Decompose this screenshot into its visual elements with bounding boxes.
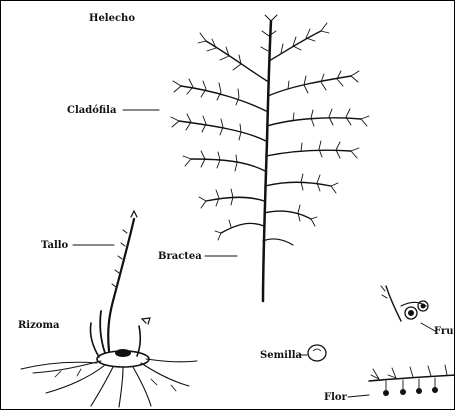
fruto-branch bbox=[381, 286, 428, 321]
label-cladofila: Cladófila bbox=[67, 106, 116, 116]
diagram-title: Helecho bbox=[89, 14, 135, 24]
leader-fruto bbox=[421, 323, 435, 331]
label-tallo: Tallo bbox=[41, 241, 68, 251]
label-flor: Flor bbox=[324, 393, 347, 403]
flower-bud-2 bbox=[400, 389, 406, 395]
semilla-seed bbox=[308, 345, 326, 361]
label-rizoma: Rizoma bbox=[18, 321, 60, 331]
fruit-dark-2 bbox=[421, 304, 426, 309]
label-semilla: Semilla bbox=[260, 351, 302, 361]
flor-branch bbox=[369, 365, 455, 391]
label-fruto: Fruto bbox=[434, 327, 455, 337]
leader-flor bbox=[348, 395, 369, 397]
label-bractea: Bractea bbox=[158, 252, 202, 262]
flower-bud-3 bbox=[416, 388, 422, 394]
fern-main-plant bbox=[179, 21, 361, 301]
flower-bud-1 bbox=[383, 390, 389, 396]
flower-bud-4 bbox=[432, 387, 438, 393]
rizoma-node bbox=[115, 349, 131, 357]
fruit-dark bbox=[408, 310, 414, 316]
